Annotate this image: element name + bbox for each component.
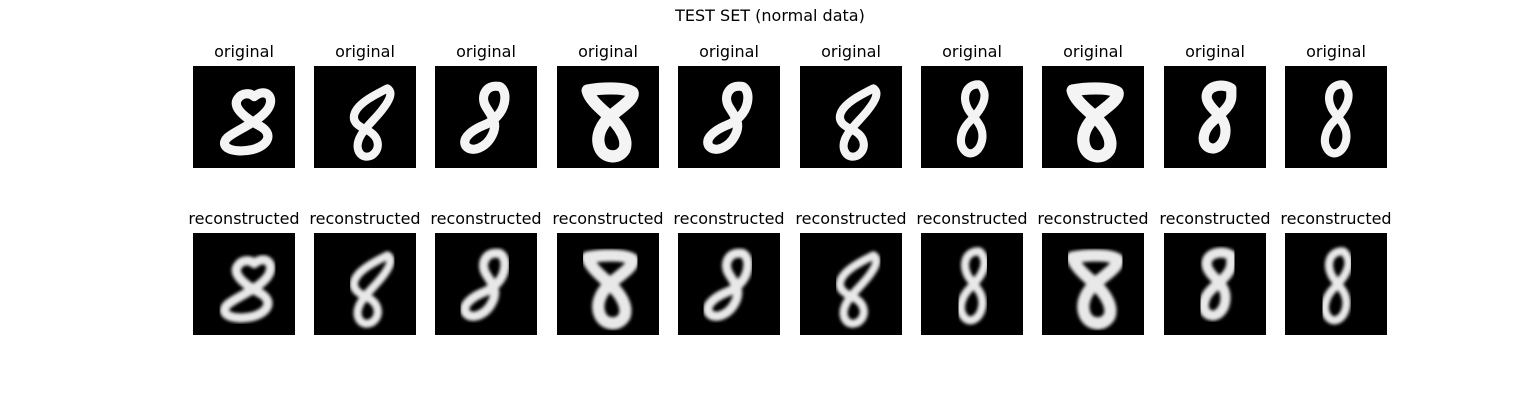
- panel-title: original: [1063, 42, 1123, 61]
- panel-title: reconstructed: [188, 209, 300, 228]
- digit-image: [921, 233, 1023, 335]
- panel-title: reconstructed: [1037, 209, 1149, 228]
- digit-stroke: [703, 248, 753, 321]
- digit-image: [1164, 233, 1266, 335]
- panel-title: reconstructed: [1280, 209, 1392, 228]
- digit-image: [314, 66, 416, 168]
- digit-image: [1285, 66, 1387, 168]
- panel-title: original: [578, 42, 638, 61]
- panel-title: reconstructed: [1159, 209, 1271, 228]
- digit-stroke: [1198, 247, 1237, 321]
- panel-title: original: [214, 42, 274, 61]
- panel-title: reconstructed: [552, 209, 664, 228]
- panel-title: reconstructed: [430, 209, 542, 228]
- panel-title: original: [1306, 42, 1366, 61]
- figure-title: TEST SET (normal data): [675, 6, 865, 25]
- digit-image: [435, 233, 537, 335]
- digit-image: [557, 233, 659, 335]
- digit-image: [1285, 233, 1387, 335]
- digit-stroke: [703, 81, 753, 154]
- panel-title: original: [942, 42, 1002, 61]
- digit-stroke: [220, 255, 276, 323]
- panel-title: reconstructed: [673, 209, 785, 228]
- panel-title: reconstructed: [795, 209, 907, 228]
- digit-stroke: [220, 88, 276, 156]
- digit-stroke: [835, 251, 881, 328]
- digit-stroke: [581, 82, 639, 163]
- panel-title: reconstructed: [916, 209, 1028, 228]
- digit-stroke: [1066, 249, 1124, 330]
- digit-image: [678, 66, 780, 168]
- digit-stroke: [460, 248, 510, 321]
- digit-stroke: [349, 251, 395, 328]
- digit-stroke: [1198, 80, 1237, 154]
- digit-image: [921, 66, 1023, 168]
- digit-stroke: [956, 247, 989, 325]
- digit-image: [800, 233, 902, 335]
- digit-stroke: [460, 81, 510, 154]
- digit-stroke: [956, 80, 989, 158]
- digit-stroke: [1320, 80, 1353, 158]
- digit-image: [314, 233, 416, 335]
- digit-image: [193, 233, 295, 335]
- panel-title: reconstructed: [309, 209, 421, 228]
- digit-stroke: [835, 84, 881, 161]
- panel-title: original: [1185, 42, 1245, 61]
- digit-image: [678, 233, 780, 335]
- digit-image: [1164, 66, 1266, 168]
- digit-image: [435, 66, 537, 168]
- panel-title: original: [699, 42, 759, 61]
- digit-image: [1042, 233, 1144, 335]
- digit-stroke: [1066, 82, 1124, 163]
- digit-image: [800, 66, 902, 168]
- digit-stroke: [349, 84, 395, 161]
- digit-image: [1042, 66, 1144, 168]
- panel-title: original: [821, 42, 881, 61]
- digit-image: [193, 66, 295, 168]
- panel-title: original: [456, 42, 516, 61]
- digit-stroke: [581, 249, 639, 330]
- digit-stroke: [1320, 247, 1353, 325]
- panel-title: original: [335, 42, 395, 61]
- digit-image: [557, 66, 659, 168]
